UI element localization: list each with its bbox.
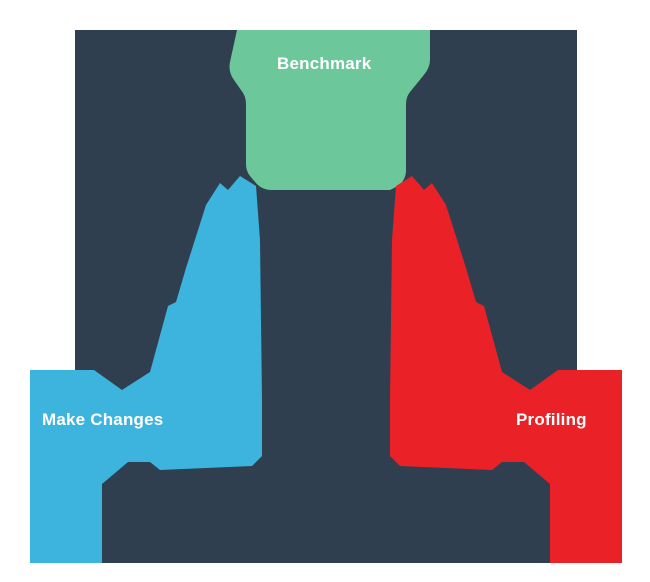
stage-shape-make-changes[interactable] bbox=[30, 176, 262, 563]
benchmark-shape-path[interactable] bbox=[229, 30, 431, 190]
stage-label-make-changes: Make Changes bbox=[42, 410, 164, 429]
stage-shape-benchmark[interactable] bbox=[229, 30, 431, 190]
make-changes-shape-path[interactable] bbox=[30, 176, 262, 563]
backdrop-lower-fill bbox=[100, 440, 560, 563]
stage-shape-profiling[interactable] bbox=[390, 176, 622, 563]
stage-label-benchmark: Benchmark bbox=[277, 54, 372, 73]
stage-label-profiling: Profiling bbox=[516, 410, 587, 429]
profiling-shape-path[interactable] bbox=[390, 176, 622, 563]
